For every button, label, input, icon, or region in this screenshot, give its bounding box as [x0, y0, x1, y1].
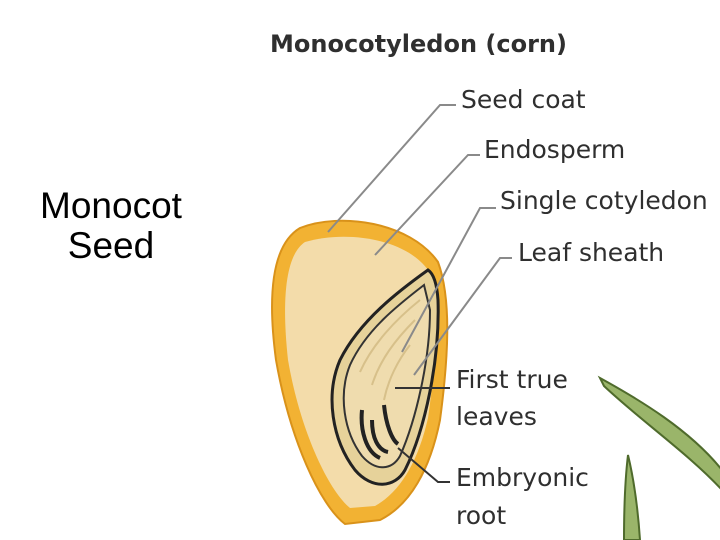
label-leaf-sheath: Leaf sheath — [518, 238, 664, 267]
leader-single-cotyledon — [401, 207, 496, 353]
slide-title: Monocot Seed — [0, 186, 222, 266]
label-endosperm: Endosperm — [484, 135, 625, 164]
leader-seed-coat — [327, 104, 456, 233]
label-single-cotyledon: Single cotyledon — [500, 186, 708, 215]
embryonic-root-lines — [359, 404, 400, 460]
leaf-sheath-lines — [359, 299, 421, 401]
diagram-heading: Monocotyledon (corn) — [270, 30, 567, 58]
seedling-leaf-lower — [622, 454, 642, 540]
label-first-true-leaves-line2: leaves — [456, 402, 537, 431]
label-embryonic-root-line2: root — [456, 501, 506, 530]
slide-title-line1: Monocot — [40, 185, 182, 226]
leader-endosperm — [374, 154, 480, 256]
seedling-leaf-upper — [597, 375, 720, 490]
slide-title-line2: Seed — [67, 225, 155, 266]
label-seed-coat: Seed coat — [461, 85, 586, 114]
leader-leaf-sheath — [413, 257, 512, 376]
label-first-true-leaves-line1: First true — [456, 365, 568, 394]
leader-embryonic-root — [397, 447, 450, 483]
label-embryonic-root-line1: Embryonic — [456, 463, 589, 492]
